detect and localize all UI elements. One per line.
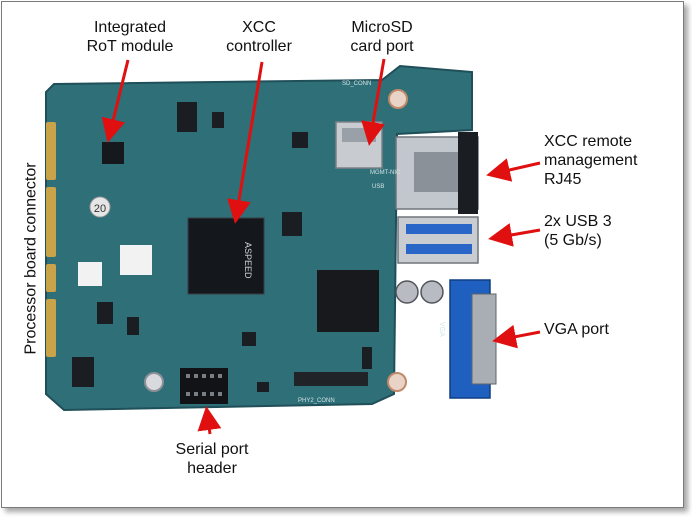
rev-mark-text: 20 xyxy=(94,203,106,215)
arrow-rj45 xyxy=(486,158,541,182)
arrow-vga xyxy=(492,324,541,349)
label-xcc-controller: XCC controller xyxy=(214,18,304,56)
label-rj45: XCC remote management RJ45 xyxy=(544,132,664,189)
label-serial-line2: header xyxy=(187,460,237,477)
qr-sticker-small xyxy=(78,262,102,286)
label-rj45-line3: RJ45 xyxy=(544,171,582,188)
label-xcc-line1: XCC xyxy=(242,19,276,36)
label-microsd-line1: MicroSD xyxy=(351,19,413,36)
rj45-port xyxy=(395,132,479,214)
usb-ports xyxy=(397,216,479,264)
phy-conn-text: PHY2_CONN xyxy=(298,398,335,404)
rot-module-chip xyxy=(102,142,124,164)
label-usb: 2x USB 3 (5 Gb/s) xyxy=(544,212,664,250)
mgmt-nic-text: MGMT-NIC xyxy=(370,170,401,176)
usb-mark-text: USB xyxy=(372,184,384,190)
chip-brand-text: ASPEED xyxy=(243,242,253,279)
arrow-serial xyxy=(197,406,222,435)
label-rj45-line1: XCC remote xyxy=(544,133,633,150)
capacitors xyxy=(395,280,444,304)
microsd-slot xyxy=(335,121,383,169)
sd-mark-text: SD_CONN xyxy=(342,81,371,87)
xcc-controller-chip: ASPEED xyxy=(187,217,265,295)
mounting-hole xyxy=(388,89,408,109)
mounting-hole xyxy=(387,372,407,392)
label-xcc-line2: controller xyxy=(226,38,292,55)
arrow-microsd xyxy=(361,58,386,146)
label-usb-line2: (5 Gb/s) xyxy=(544,232,602,249)
label-microsd-line2: card port xyxy=(350,38,414,55)
label-vga-line1: VGA port xyxy=(544,321,609,338)
label-processor-connector: Processor board connector xyxy=(22,162,40,355)
secondary-chip xyxy=(317,270,379,332)
arrow-rot xyxy=(101,59,130,143)
board-diagram: 20 ASPEED SD_CONN MGMT-NIC U xyxy=(45,58,541,435)
label-rj45-line2: management xyxy=(544,152,638,169)
callout-arrows xyxy=(101,58,541,435)
label-rot-module: Integrated RoT module xyxy=(75,18,185,56)
label-vga: VGA port xyxy=(544,320,664,339)
rev-marker xyxy=(89,196,111,218)
arrow-xcc xyxy=(227,61,264,224)
ribbon-connector xyxy=(294,372,368,386)
figure-frame: 20 ASPEED SD_CONN MGMT-NIC U xyxy=(1,1,684,508)
label-rot-line2: RoT module xyxy=(86,38,174,55)
vga-port xyxy=(449,279,497,399)
qr-sticker xyxy=(120,245,152,275)
arrow-usb xyxy=(488,223,541,247)
label-serial-line1: Serial port xyxy=(175,441,249,458)
label-rot-line1: Integrated xyxy=(93,19,167,36)
edge-connector xyxy=(46,122,56,357)
mounting-hole xyxy=(144,372,164,392)
label-microsd: MicroSD card port xyxy=(337,18,427,56)
vga-mark-text: VGA xyxy=(438,322,445,337)
serial-header xyxy=(180,368,228,404)
label-serial: Serial port header xyxy=(162,440,262,478)
label-usb-line1: 2x USB 3 xyxy=(544,213,612,230)
